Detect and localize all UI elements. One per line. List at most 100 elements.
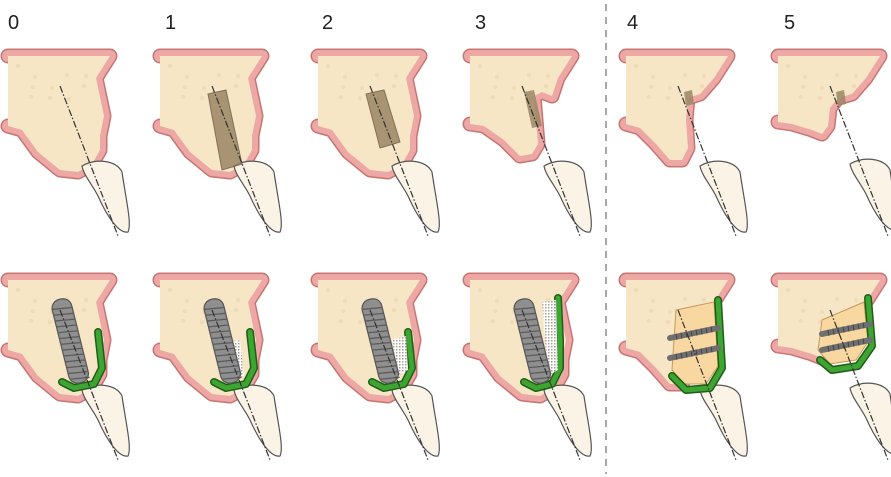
- bone-texture: [67, 97, 71, 101]
- stage-label-0: 0: [8, 12, 19, 34]
- tooth-crown-icon: [700, 161, 747, 232]
- bone-texture: [668, 310, 672, 314]
- bone-texture: [700, 84, 704, 88]
- panel-stage-4-top: [626, 56, 747, 236]
- bone-texture: [185, 299, 189, 303]
- stage-label-2: 2: [322, 12, 333, 34]
- bone-texture: [799, 319, 803, 323]
- panel-stage-2-top: [318, 56, 439, 236]
- bone-texture: [358, 96, 362, 100]
- bone-texture: [168, 64, 172, 68]
- bone-texture: [666, 96, 670, 100]
- bone-texture: [183, 85, 187, 89]
- bone-texture: [31, 85, 35, 89]
- bone-texture: [702, 74, 706, 78]
- bone-texture: [236, 74, 240, 78]
- alveolar-bone: [160, 56, 262, 172]
- panel-stage-3-top: [470, 56, 591, 236]
- tooth-crown-icon: [82, 161, 129, 232]
- bone-texture: [29, 95, 33, 99]
- bone-texture: [234, 84, 238, 88]
- bone-texture: [495, 299, 499, 303]
- tooth-crown-icon: [544, 161, 591, 232]
- bone-texture: [854, 298, 858, 302]
- bone-texture: [852, 84, 856, 88]
- bone-texture: [84, 298, 88, 302]
- bone-texture: [16, 288, 20, 292]
- bone-texture: [493, 309, 497, 313]
- bone-texture: [375, 73, 379, 77]
- bone-texture: [512, 86, 516, 90]
- tooth-crown-icon: [82, 385, 129, 456]
- panel-stage-4-bottom: [626, 280, 747, 460]
- bone-texture: [683, 73, 687, 77]
- bone-texture: [48, 320, 52, 324]
- bone-texture: [493, 85, 497, 89]
- bone-texture: [527, 73, 531, 77]
- bone-texture: [668, 86, 672, 90]
- bone-texture: [392, 308, 396, 312]
- panel-stage-3-bottom: [470, 280, 591, 460]
- bone-texture: [666, 320, 670, 324]
- bone-texture: [183, 309, 187, 313]
- bone-texture: [544, 84, 548, 88]
- bone-texture: [835, 73, 839, 77]
- bone-texture: [326, 288, 330, 292]
- alveolar-bone: [626, 56, 728, 160]
- bone-texture: [341, 85, 345, 89]
- bone-texture: [801, 85, 805, 89]
- stage-label-5: 5: [784, 12, 795, 34]
- bone-texture: [651, 75, 655, 79]
- bone-texture: [818, 96, 822, 100]
- bone-texture: [854, 74, 858, 78]
- bone-texture: [84, 74, 88, 78]
- bone-texture: [495, 75, 499, 79]
- bone-texture: [16, 64, 20, 68]
- bone-texture: [803, 299, 807, 303]
- bone-texture: [799, 95, 803, 99]
- bone-texture: [683, 297, 687, 301]
- bone-texture: [803, 75, 807, 79]
- panel-stage-1-bottom: [160, 280, 281, 460]
- bone-texture: [48, 96, 52, 100]
- bone-texture: [217, 73, 221, 77]
- bone-texture: [29, 319, 33, 323]
- bone-texture: [33, 75, 37, 79]
- tooth-crown-icon: [850, 159, 891, 230]
- bone-texture: [343, 75, 347, 79]
- bone-texture: [82, 84, 86, 88]
- stage-label-4: 4: [627, 12, 638, 34]
- bone-texture: [801, 309, 805, 313]
- bone-texture: [200, 96, 204, 100]
- bone-texture: [478, 288, 482, 292]
- panel-stage-0-bottom: [8, 280, 129, 460]
- bone-texture: [649, 309, 653, 313]
- bone-texture: [339, 95, 343, 99]
- bone-texture: [634, 64, 638, 68]
- bone-texture: [358, 320, 362, 324]
- bone-texture: [65, 73, 69, 77]
- tooth-crown-icon: [850, 383, 891, 454]
- bone-texture: [168, 288, 172, 292]
- bone-texture: [394, 298, 398, 302]
- bone-texture: [546, 74, 550, 78]
- bone-texture: [339, 319, 343, 323]
- bone-texture: [236, 298, 240, 302]
- bone-texture: [234, 308, 238, 312]
- bone-texture: [649, 85, 653, 89]
- bone-texture: [343, 299, 347, 303]
- bone-texture: [181, 319, 185, 323]
- alveolar-bone: [470, 56, 572, 156]
- bone-texture: [510, 320, 514, 324]
- bone-texture: [647, 319, 651, 323]
- bone-texture: [786, 64, 790, 68]
- bone-texture: [392, 84, 396, 88]
- tooth-crown-icon: [234, 385, 281, 456]
- tooth-crown-icon: [234, 161, 281, 232]
- panel-stage-0-top: [8, 56, 129, 236]
- block-graft: [672, 302, 718, 384]
- bone-texture: [33, 299, 37, 303]
- bone-texture: [820, 86, 824, 90]
- tooth-crown-icon: [544, 385, 591, 456]
